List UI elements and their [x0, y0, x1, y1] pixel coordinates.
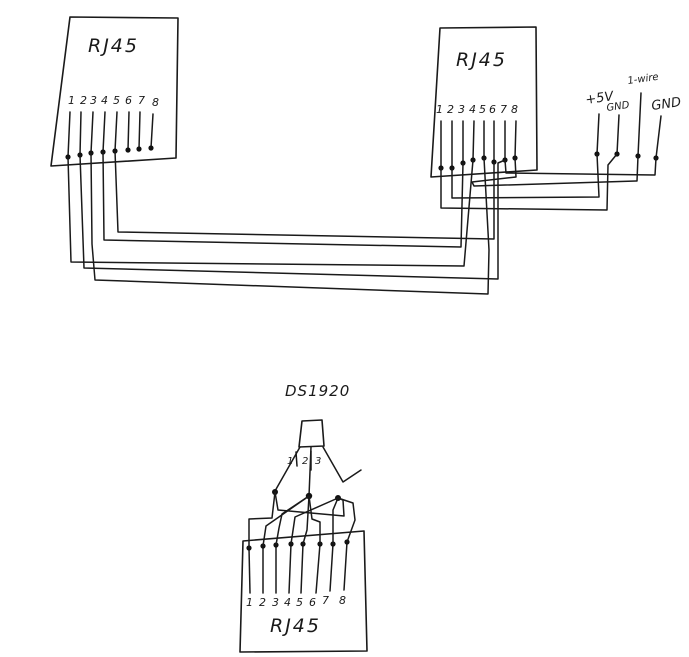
connector-top-right-box — [430, 26, 538, 178]
pin-label: 2 — [447, 103, 454, 116]
connector-top-left-label: RJ45 — [88, 35, 139, 57]
pin-label: 8 — [511, 103, 518, 116]
wires-right-to-terminals — [440, 153, 657, 211]
connector-top-right-label: RJ45 — [456, 49, 507, 71]
pin-label: 7 — [500, 103, 507, 116]
pin-label: 2 — [259, 596, 266, 609]
sensor-ds1920: DS1920 1 2 3 — [272, 382, 362, 501]
connector-top-right-pin-lines — [438, 120, 518, 171]
connector-top-right-pins: 1 2 3 4 5 6 7 8 — [436, 103, 518, 116]
pin-label: 4 — [101, 94, 108, 107]
connector-top-left-box — [50, 16, 179, 167]
sensor-pin-label: 1 — [287, 456, 293, 467]
connector-bottom-label: RJ45 — [270, 615, 321, 637]
pin-label: 5 — [479, 103, 486, 116]
connector-top-left: RJ45 1 2 3 4 5 6 7 8 — [50, 16, 179, 167]
connector-top-left-pin-lines — [65, 111, 154, 160]
pin-label: 1 — [436, 103, 443, 116]
pin-label: 7 — [138, 94, 145, 107]
wires-left-to-right — [67, 150, 506, 295]
sensor-body — [298, 419, 325, 448]
pin-label: 6 — [125, 94, 132, 107]
pin-label: 8 — [339, 594, 346, 607]
connector-bottom-pins: 1 2 3 4 5 6 7 8 — [246, 594, 346, 609]
pin-label: 3 — [458, 103, 465, 116]
connector-top-left-pins: 1 2 3 4 5 6 7 8 — [68, 94, 159, 109]
pin-label: 5 — [296, 596, 303, 609]
pin-label: 2 — [80, 94, 87, 107]
one-wire-label: 1-wire — [627, 72, 659, 87]
sensor-label: DS1920 — [285, 382, 350, 400]
pin-label: 8 — [152, 96, 159, 109]
sensor-pin-label: 2 — [302, 456, 308, 467]
connector-top-right: RJ45 1 2 3 4 5 6 7 8 — [430, 26, 538, 178]
wires-sensor-to-bottom — [248, 491, 356, 549]
connector-bottom-box — [239, 530, 368, 653]
connector-bottom-pin-lines — [246, 539, 350, 594]
pin-label: 1 — [68, 94, 75, 107]
connector-bottom: RJ45 1 2 3 4 5 6 7 8 — [239, 530, 368, 653]
pin-label: 6 — [489, 103, 496, 116]
pin-label: 4 — [469, 103, 476, 116]
gnd-small-label: GND — [606, 100, 631, 114]
pin-label: 6 — [309, 596, 316, 609]
pin-label: 1 — [246, 596, 253, 609]
pin-label: 3 — [90, 94, 97, 107]
gnd-large-label: GND — [650, 95, 682, 114]
pin-label: 3 — [272, 596, 279, 609]
power-terminals: +5V GND 1-wire GND — [584, 72, 682, 161]
pin-label: 5 — [113, 94, 120, 107]
pin-label: 4 — [284, 596, 291, 609]
plus5v-label: +5V — [584, 89, 615, 108]
sensor-pin-label: 3 — [315, 456, 321, 467]
pin-label: 7 — [322, 594, 329, 607]
